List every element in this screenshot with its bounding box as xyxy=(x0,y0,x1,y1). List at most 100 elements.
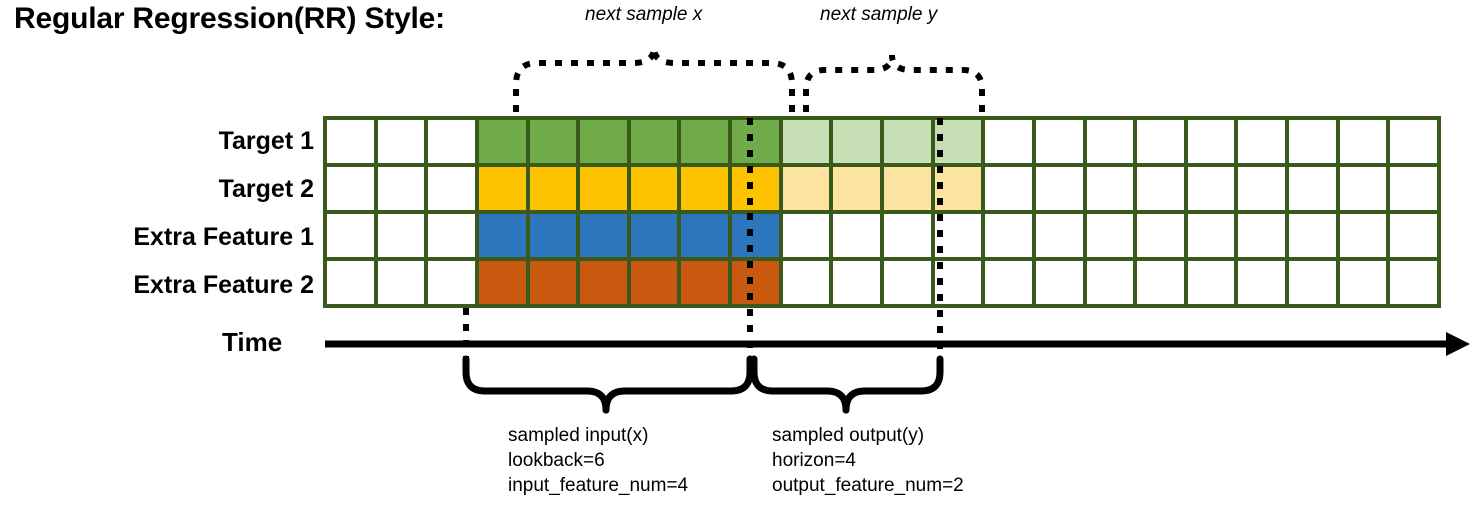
grid-cell-input xyxy=(681,120,729,163)
grid-cell-output xyxy=(833,120,880,163)
grid-cell-blank xyxy=(1035,261,1083,304)
grid-cell-blank xyxy=(327,167,374,210)
output-line-3: output_feature_num=2 xyxy=(772,475,964,496)
output-line-2: horizon=4 xyxy=(772,450,856,471)
grid-cell-input xyxy=(478,261,526,304)
grid-cell-blank xyxy=(884,261,931,304)
next-sample-x-label: next sample x xyxy=(585,4,703,25)
grid-cell-blank xyxy=(934,214,982,257)
grid-cell-blank xyxy=(1289,167,1336,210)
grid-cell-blank xyxy=(1137,261,1184,304)
grid-cell-blank xyxy=(1187,214,1235,257)
grid-cell-blank xyxy=(782,214,830,257)
grid-cell-blank xyxy=(934,261,982,304)
grid-cell-input xyxy=(630,261,678,304)
grid-cell-blank xyxy=(1035,167,1083,210)
grid-cell-input xyxy=(580,214,627,257)
grid-cell-blank xyxy=(1187,167,1235,210)
grid-cell-blank xyxy=(1339,167,1387,210)
grid-cell-output xyxy=(934,120,982,163)
grid-cell-blank xyxy=(985,120,1032,163)
grid-cell-blank xyxy=(1238,167,1286,210)
sampled-input-annotation: sampled input(x) lookback=6 input_feature_… xyxy=(508,423,688,498)
grid-cell-blank xyxy=(1086,261,1134,304)
grid-cell-input xyxy=(630,120,678,163)
grid-cell-input xyxy=(580,261,627,304)
row-label-target-1: Target 1 xyxy=(218,127,314,155)
row-label-target-2: Target 2 xyxy=(218,175,314,203)
grid-cell-output xyxy=(884,120,931,163)
grid-cell-blank xyxy=(428,120,475,163)
grid-cell-input xyxy=(681,167,729,210)
input-line-2: lookback=6 xyxy=(508,450,605,471)
grid-cell-input xyxy=(630,167,678,210)
grid-cell-blank xyxy=(1390,214,1437,257)
grid-cell-blank xyxy=(1339,261,1387,304)
grid-cell-input xyxy=(478,120,526,163)
grid-cell-input xyxy=(478,167,526,210)
row-label-extra-feature-2: Extra Feature 2 xyxy=(133,271,314,299)
grid-cell-blank xyxy=(833,261,880,304)
grid-cell-blank xyxy=(782,261,830,304)
grid-cell-blank xyxy=(1289,120,1336,163)
grid-cell-blank xyxy=(428,214,475,257)
grid-cell-blank xyxy=(377,214,425,257)
grid-cell-input xyxy=(580,120,627,163)
grid-cell-blank xyxy=(884,214,931,257)
grid-cell-blank xyxy=(327,120,374,163)
solid-brace-sampled-input xyxy=(462,355,754,414)
grid-cell-blank xyxy=(1289,214,1336,257)
grid-cell-blank xyxy=(377,261,425,304)
grid-cell-input xyxy=(732,120,779,163)
grid-cell-blank xyxy=(428,261,475,304)
grid-cell-output xyxy=(884,167,931,210)
grid-cell-input xyxy=(681,261,729,304)
grid-cell-input xyxy=(630,214,678,257)
grid-cell-blank xyxy=(1339,120,1387,163)
grid-cell-blank xyxy=(1238,120,1286,163)
grid-cell-blank xyxy=(1187,120,1235,163)
grid-cell-blank xyxy=(1390,167,1437,210)
grid-cell-blank xyxy=(985,167,1032,210)
solid-brace-sampled-output xyxy=(750,355,944,414)
grid-cell-input xyxy=(732,214,779,257)
grid-cell-input xyxy=(529,261,577,304)
row-label-extra-feature-1: Extra Feature 1 xyxy=(133,223,314,251)
sampled-output-annotation: sampled output(y) horizon=4 output_feature… xyxy=(772,423,964,498)
timeseries-grid xyxy=(323,116,1441,308)
grid-cell-blank xyxy=(1035,214,1083,257)
input-line-1: sampled input(x) xyxy=(508,425,649,446)
grid-cell-output xyxy=(934,167,982,210)
grid-cell-blank xyxy=(1137,167,1184,210)
grid-cell-blank xyxy=(833,214,880,257)
grid-cell-input xyxy=(478,214,526,257)
dotted-brace-next-sample-y xyxy=(803,54,985,112)
grid-cell-blank xyxy=(1390,261,1437,304)
input-line-3: input_feature_num=4 xyxy=(508,475,689,496)
grid-cell-blank xyxy=(1086,214,1134,257)
grid-cell-blank xyxy=(1086,120,1134,163)
output-line-1: sampled output(y) xyxy=(772,425,925,446)
page-title: Regular Regression(RR) Style: xyxy=(14,2,445,35)
grid-cell-blank xyxy=(377,120,425,163)
next-sample-y-label: next sample y xyxy=(820,4,938,25)
grid-cell-input xyxy=(529,120,577,163)
grid-cell-blank xyxy=(1339,214,1387,257)
grid-cell-output xyxy=(782,167,830,210)
grid-cell-blank xyxy=(1238,214,1286,257)
grid-cell-blank xyxy=(985,261,1032,304)
grid-cell-input xyxy=(732,167,779,210)
grid-cell-blank xyxy=(1289,261,1336,304)
grid-cell-blank xyxy=(327,214,374,257)
grid-cell-input xyxy=(580,167,627,210)
grid-cell-blank xyxy=(428,167,475,210)
grid-cell-blank xyxy=(1035,120,1083,163)
grid-cell-input xyxy=(732,261,779,304)
grid-cell-input xyxy=(529,214,577,257)
time-axis-arrow xyxy=(325,332,1470,356)
grid-cell-blank xyxy=(985,214,1032,257)
grid-cell-blank xyxy=(1137,214,1184,257)
grid-cell-blank xyxy=(1187,261,1235,304)
dotted-brace-next-sample-x xyxy=(513,47,795,112)
grid-cell-input xyxy=(529,167,577,210)
